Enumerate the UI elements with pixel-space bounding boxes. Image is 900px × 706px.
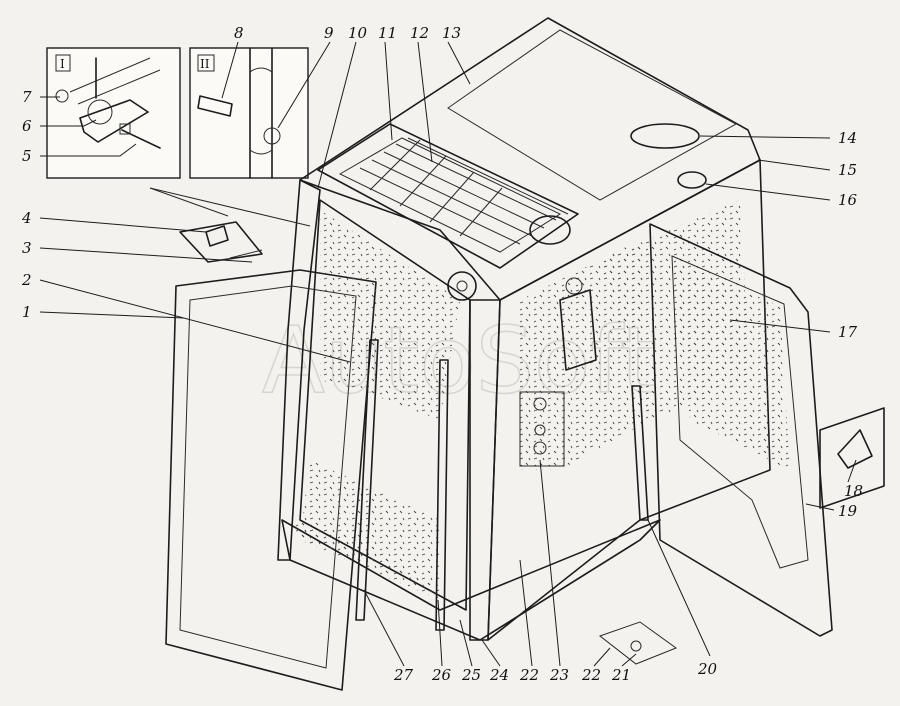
callout-18: 18 <box>844 482 863 500</box>
inset-handle-detail <box>819 407 885 509</box>
callout-15: 15 <box>838 161 857 179</box>
callout-22-right: 22 <box>581 666 601 684</box>
callout-11: 11 <box>378 24 397 42</box>
callout-14: 14 <box>838 129 857 147</box>
callout-5: 5 <box>22 147 32 165</box>
callout-labels: 7 6 5 4 3 2 1 8 9 10 11 12 13 14 15 16 1… <box>21 24 863 684</box>
callout-9: 9 <box>324 24 334 42</box>
callout-24: 24 <box>489 666 509 684</box>
callout-16: 16 <box>838 191 858 209</box>
callout-4: 4 <box>21 209 32 227</box>
callout-7: 7 <box>22 88 32 106</box>
callout-8: 8 <box>234 24 244 42</box>
callout-6: 6 <box>22 117 32 135</box>
callout-17: 17 <box>838 323 858 341</box>
callout-3: 3 <box>22 239 32 257</box>
callout-12: 12 <box>410 24 429 42</box>
callout-21: 21 <box>611 666 631 684</box>
callout-2: 2 <box>21 271 32 289</box>
callout-22-mid: 22 <box>519 666 539 684</box>
callout-20: 20 <box>697 660 718 678</box>
inset-1-roman: I <box>60 57 65 71</box>
inset-2-detail: II <box>189 47 309 179</box>
callout-25: 25 <box>461 666 481 684</box>
inset-1-detail: I <box>46 47 181 179</box>
left-fastener-parts <box>149 187 311 263</box>
callout-19: 19 <box>838 502 858 520</box>
callout-13: 13 <box>442 24 461 42</box>
leader-lines <box>39 41 857 667</box>
callout-1: 1 <box>22 303 32 321</box>
callout-23: 23 <box>549 666 569 684</box>
callout-10: 10 <box>348 24 368 42</box>
callout-27: 27 <box>393 666 414 684</box>
inset-2-roman: II <box>200 57 210 71</box>
cab-body <box>277 17 833 665</box>
callout-26: 26 <box>431 666 452 684</box>
